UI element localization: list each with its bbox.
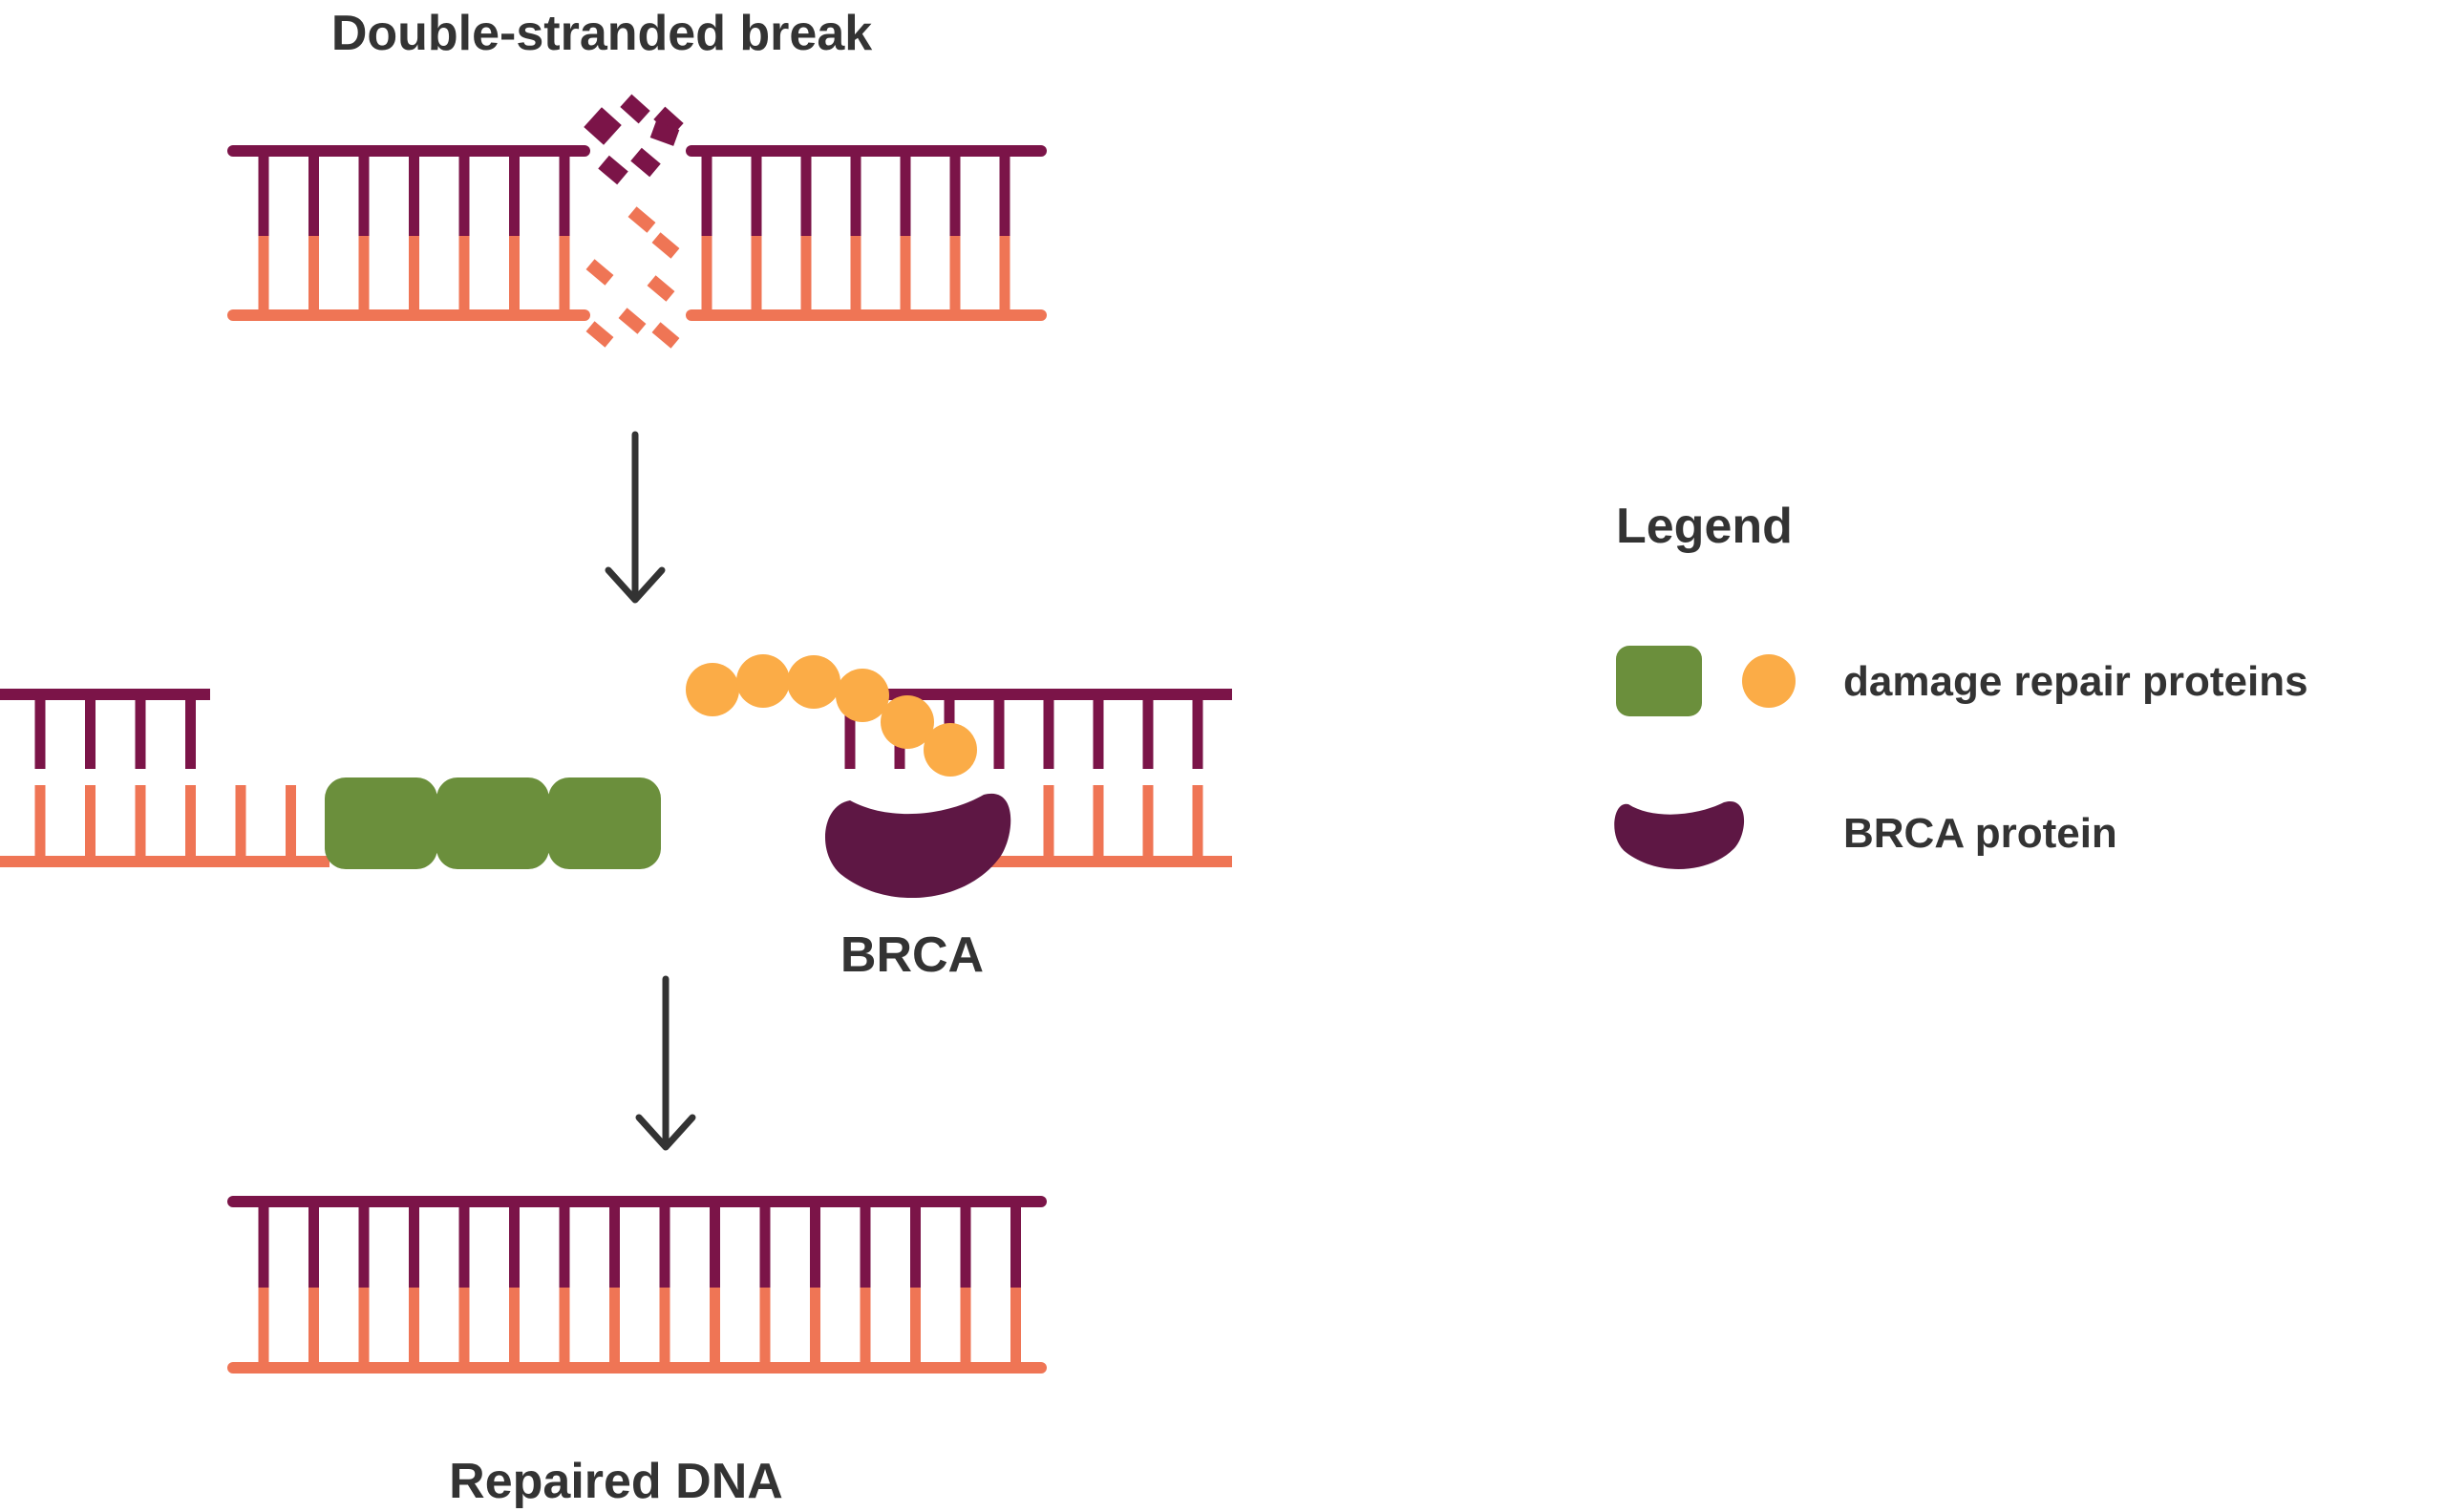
break-fragment <box>584 107 622 145</box>
break-fragment <box>630 147 661 178</box>
repair-protein-orange <box>787 655 840 709</box>
break-fragments <box>584 94 684 349</box>
legend-label-brca-protein: BRCA protein <box>1843 810 2117 857</box>
break-fragment <box>627 206 656 233</box>
break-fragment <box>585 259 614 286</box>
legend-label-damage-repair-proteins: damage repair proteins <box>1843 658 2308 705</box>
arrow-down-2 <box>635 975 696 1151</box>
legend-title: Legend <box>1616 499 1793 554</box>
break-fragment <box>618 308 647 334</box>
legend: Legend damage repair proteins BRCA prote… <box>1614 499 2308 869</box>
repair-protein-green <box>548 777 661 869</box>
repair-protein-orange <box>881 695 934 749</box>
break-fragment <box>647 275 675 302</box>
break-fragment <box>651 232 680 259</box>
repair-protein-orange <box>924 723 977 777</box>
arrow-down-1 <box>605 431 666 604</box>
title-double-stranded-break: Double-stranded break <box>331 6 872 61</box>
break-fragment <box>620 94 650 124</box>
brca-label: BRCA <box>840 927 984 983</box>
break-fragment <box>653 106 684 137</box>
break-fragment <box>651 322 680 349</box>
break-fragment <box>585 321 614 348</box>
brca-protein <box>824 793 1011 899</box>
dna-broken-left-segment <box>227 145 590 321</box>
legend-brca-protein-icon <box>1614 800 1745 869</box>
dna-repaired <box>227 1196 1047 1374</box>
dna-repair-in-progress <box>0 654 1232 899</box>
dna-repair-right-segment <box>844 689 1232 867</box>
legend-green-square-icon <box>1616 646 1702 716</box>
damage-repair-proteins-orange <box>686 654 977 777</box>
dna-broken-right-segment <box>686 145 1047 321</box>
dna-broken <box>227 94 1047 349</box>
damage-repair-proteins-green <box>325 777 661 869</box>
break-fragment <box>649 121 680 146</box>
title-repaired-dna: Repaired DNA <box>449 1454 783 1509</box>
repair-protein-orange <box>736 654 790 708</box>
legend-orange-circle-icon <box>1742 654 1796 708</box>
repair-protein-orange <box>836 669 889 722</box>
repair-protein-orange <box>686 663 739 716</box>
break-fragment <box>598 155 628 185</box>
repair-protein-green <box>436 777 549 869</box>
repair-protein-green <box>325 777 437 869</box>
dna-repair-left-segment <box>0 689 330 867</box>
